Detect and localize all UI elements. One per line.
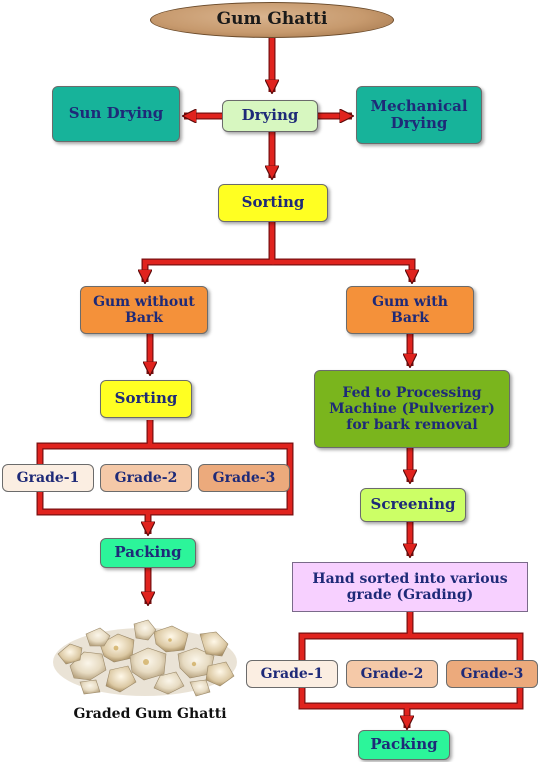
left-grade-2-box: Grade-2 (100, 464, 192, 492)
packing-box-left: Packing (100, 538, 196, 568)
gum-with-bark-line1: Gum with (372, 293, 448, 310)
right-grade-2-box: Grade-2 (346, 660, 438, 688)
mechanical-drying-line1: Mechanical (370, 96, 468, 115)
graded-gum-ghatti-caption: Graded Gum Ghatti (73, 706, 227, 722)
right-grade-3-box: Grade-3 (446, 660, 538, 688)
drying-box: Drying (222, 100, 318, 132)
processing-line2: Machine (Pulverizer) (329, 400, 495, 417)
hand-sorted-line2: grade (Grading) (346, 587, 474, 603)
gum-ghatti-title: Gum Ghatti (150, 2, 394, 38)
processing-line3: for bark removal (346, 417, 478, 434)
processing-machine-box: Fed to Processing Machine (Pulverizer) f… (314, 370, 510, 448)
gum-with-bark-box: Gum with Bark (346, 286, 474, 334)
hand-sorted-line1: Hand sorted into various (312, 570, 508, 587)
screening-box: Screening (360, 488, 466, 522)
processing-line1: Fed to Processing (342, 384, 482, 401)
hand-sorted-box: Hand sorted into various grade (Grading) (292, 562, 528, 612)
mechanical-drying-box: Mechanical Drying (356, 86, 482, 144)
left-grade-3-box: Grade-3 (198, 464, 290, 492)
left-grade-1-box: Grade-1 (2, 464, 94, 492)
packing-box-right: Packing (358, 730, 450, 760)
right-grade-1-box: Grade-1 (246, 660, 338, 688)
sorting-box-top: Sorting (218, 184, 328, 222)
graded-gum-ghatti-image (53, 619, 237, 697)
sun-drying-box: Sun Drying (52, 86, 180, 142)
gum-without-bark-line2: Bark (125, 310, 163, 326)
mechanical-drying-line2: Drying (390, 114, 448, 132)
gum-without-bark-box: Gum without Bark (80, 286, 208, 334)
connector-sorting-split (141, 222, 416, 282)
gum-with-bark-line2: Bark (391, 310, 429, 326)
sorting-box-left: Sorting (100, 380, 192, 418)
gum-without-bark-line1: Gum without (93, 293, 195, 310)
